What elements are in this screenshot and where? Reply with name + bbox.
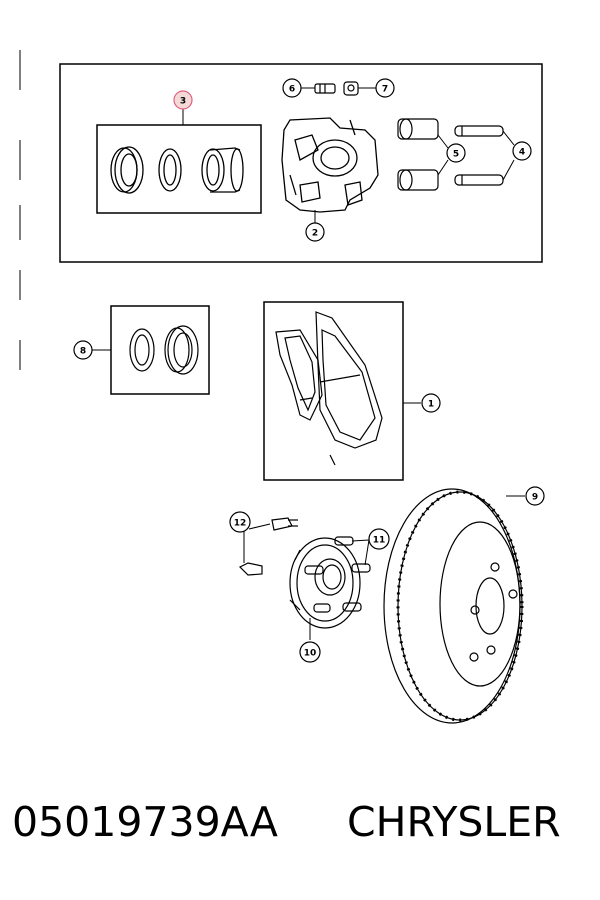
seal-kit-parts xyxy=(110,146,244,194)
seal-box-8 xyxy=(110,305,210,395)
callout-2-label: 2 xyxy=(312,229,318,239)
callout-6: 6 xyxy=(282,78,302,98)
callout-12: 12 xyxy=(229,511,251,533)
brake-pad-box xyxy=(263,301,404,481)
caliper-housing xyxy=(281,117,379,213)
callout-5: 5 xyxy=(446,143,466,163)
callout-9-label: 9 xyxy=(532,493,538,503)
callout-7-label: 7 xyxy=(382,85,388,95)
caption: 05019739AA CHRYSLER xyxy=(0,790,600,870)
guide-bolt-and-nut xyxy=(314,81,359,96)
caliper-group-frame xyxy=(59,63,543,263)
callout-2: 2 xyxy=(305,222,325,242)
callout-4-label: 4 xyxy=(519,148,525,158)
seal-rings-8 xyxy=(129,325,199,375)
leader-lines xyxy=(92,87,525,640)
callout-1: 1 xyxy=(421,393,441,413)
brake-pads xyxy=(275,311,383,466)
callout-7: 7 xyxy=(375,78,395,98)
callout-4: 4 xyxy=(512,141,532,161)
callout-8-label: 8 xyxy=(80,347,86,357)
callout-5-label: 5 xyxy=(453,150,459,160)
seal-kit-box xyxy=(96,124,262,214)
callout-10: 10 xyxy=(299,641,321,663)
bushings-and-pins xyxy=(397,118,504,191)
callout-11: 11 xyxy=(368,528,390,550)
callout-8: 8 xyxy=(73,340,93,360)
callout-3-label: 3 xyxy=(180,97,186,107)
callout-3: 3 xyxy=(173,90,193,110)
callout-12-label: 12 xyxy=(234,519,247,529)
part-number: 05019739AA xyxy=(12,798,278,846)
brake-rotor xyxy=(383,488,524,724)
callout-1-label: 1 xyxy=(428,400,434,410)
hub-assembly xyxy=(238,517,371,629)
callout-10-label: 10 xyxy=(304,649,317,659)
callout-6-label: 6 xyxy=(289,85,295,95)
callout-9: 9 xyxy=(525,486,545,506)
brand-name: CHRYSLER xyxy=(347,798,561,846)
callout-11-label: 11 xyxy=(373,536,386,546)
